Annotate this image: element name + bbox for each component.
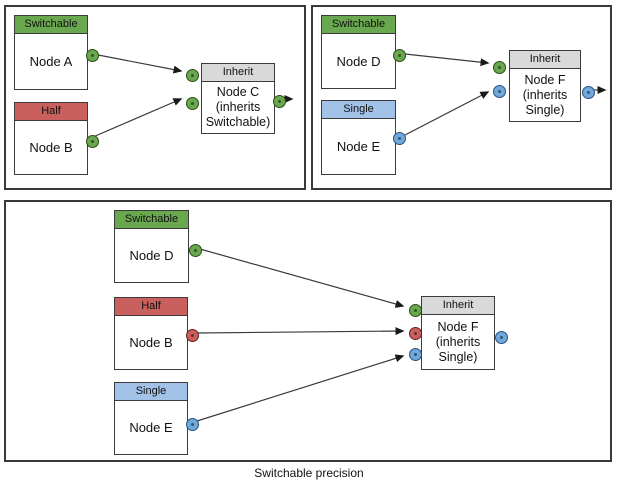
node-b-output-port-icon bbox=[186, 329, 199, 342]
node-a: Switchable Node A bbox=[14, 15, 88, 90]
node-b-output-port-icon bbox=[86, 135, 99, 148]
node-f-sublabel: (inherits Single) bbox=[522, 87, 568, 117]
node-d-label: Node D bbox=[129, 248, 174, 263]
node-e-output-port-icon bbox=[186, 418, 199, 431]
node-a-label: Node A bbox=[29, 54, 73, 69]
node-f-input-port-3-icon bbox=[409, 348, 422, 361]
figure-caption: Switchable precision bbox=[254, 466, 364, 480]
node-c-input-port-2-icon bbox=[186, 97, 199, 110]
node-c-input-port-1-icon bbox=[186, 69, 199, 82]
node-c-sublabel: (inherits Switchable) bbox=[205, 100, 271, 129]
node-d: Switchable Node D bbox=[114, 210, 189, 283]
node-c: Inherit Node C (inherits Switchable) bbox=[201, 63, 275, 134]
node-e-type-header: Single bbox=[322, 101, 395, 119]
node-c-output-port-icon bbox=[273, 95, 286, 108]
panel-switchable-precision: Switchable Node D Half Node B Single Nod… bbox=[4, 200, 612, 462]
node-e-output-port-icon bbox=[393, 132, 406, 145]
node-e: Single Node E bbox=[114, 382, 188, 455]
node-d-type-header: Switchable bbox=[115, 211, 188, 229]
node-f-type-header: Inherit bbox=[422, 297, 494, 315]
node-f-label: Node F bbox=[437, 319, 479, 334]
node-f-type-header: Inherit bbox=[510, 51, 580, 69]
node-e-type-header: Single bbox=[115, 383, 187, 401]
node-d-type-header: Switchable bbox=[322, 16, 395, 34]
node-f-input-port-1-icon bbox=[493, 61, 506, 74]
node-f-sublabel: (inherits Single) bbox=[435, 334, 481, 364]
node-f: Inherit Node F (inherits Single) bbox=[509, 50, 581, 122]
node-e-label: Node E bbox=[336, 139, 381, 154]
node-f-input-port-1-icon bbox=[409, 304, 422, 317]
node-b-type-header: Half bbox=[115, 298, 187, 316]
node-a-type-header: Switchable bbox=[15, 16, 87, 34]
node-f: Inherit Node F (inherits Single) bbox=[421, 296, 495, 370]
node-e: Single Node E bbox=[321, 100, 396, 175]
node-b: Half Node B bbox=[14, 102, 88, 175]
node-f-input-port-2-icon bbox=[409, 327, 422, 340]
node-b-label: Node B bbox=[129, 335, 173, 350]
node-b-label: Node B bbox=[29, 140, 73, 155]
node-c-label: Node C bbox=[216, 85, 260, 99]
node-a-output-port-icon bbox=[86, 49, 99, 62]
node-d-output-port-icon bbox=[393, 49, 406, 62]
node-f-label: Node F bbox=[524, 72, 566, 87]
panel-switchable-example: Switchable Node A Half Node B Inherit No… bbox=[4, 5, 306, 190]
node-d-label: Node D bbox=[336, 53, 381, 69]
node-f-output-port-icon bbox=[582, 86, 595, 99]
node-d: Switchable Node D bbox=[321, 15, 396, 89]
node-b: Half Node B bbox=[114, 297, 188, 370]
node-d-output-port-icon bbox=[189, 244, 202, 257]
node-f-input-port-2-icon bbox=[493, 85, 506, 98]
node-e-label: Node E bbox=[129, 420, 173, 435]
node-f-output-port-icon bbox=[495, 331, 508, 344]
panel-single-example: Switchable Node D Single Node E Inherit … bbox=[311, 5, 612, 190]
node-b-type-header: Half bbox=[15, 103, 87, 121]
node-c-type-header: Inherit bbox=[202, 64, 274, 82]
